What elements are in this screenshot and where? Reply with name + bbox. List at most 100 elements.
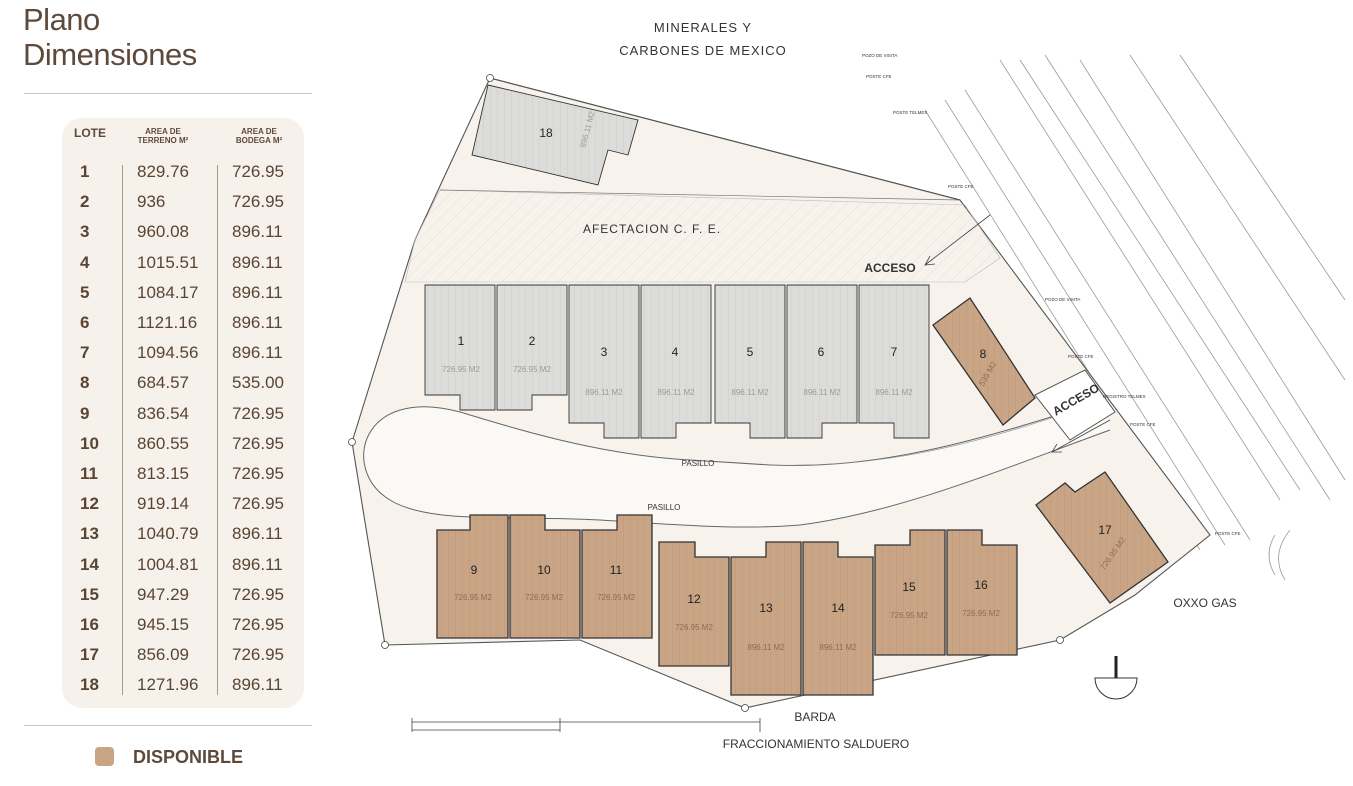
cell-lote: 3 xyxy=(80,222,90,242)
lot-shape[interactable] xyxy=(730,541,802,696)
cell-terreno: 1040.79 xyxy=(137,524,199,544)
lot-shape[interactable] xyxy=(858,284,930,439)
access-strip xyxy=(1034,369,1116,441)
lot-shape[interactable] xyxy=(568,284,640,439)
cell-bodega: 896.11 xyxy=(232,222,283,242)
north-arrow-icon xyxy=(1094,656,1138,700)
lot-number: 7 xyxy=(891,345,898,359)
access-top-label: ACCESO xyxy=(864,261,915,275)
cell-bodega: 535.00 xyxy=(232,373,284,393)
boundary-vertices xyxy=(348,74,1064,712)
cell-terreno: 919.14 xyxy=(137,494,189,514)
divider-top xyxy=(24,93,312,94)
info-panel: Plano Dimensiones LOTE AREA DE TERRENO M… xyxy=(0,0,340,786)
cell-terreno: 836.54 xyxy=(137,403,189,423)
cell-bodega: 896.11 xyxy=(232,675,283,695)
lot-shape[interactable] xyxy=(436,514,509,639)
neighbor-east-label: OXXO GAS xyxy=(1173,596,1236,610)
lot-shape[interactable] xyxy=(496,284,568,411)
lot-shape[interactable] xyxy=(932,297,1036,426)
lot-shape[interactable] xyxy=(509,514,581,639)
cell-terreno: 1084.17 xyxy=(137,282,199,302)
note-poste-cfe-5: POSTE CFE xyxy=(1215,531,1241,536)
lot-7[interactable]: 7 896.11 M2 xyxy=(858,284,930,439)
note-poste-telmex: POSTE TELMEX xyxy=(893,110,927,115)
cell-bodega: 726.95 xyxy=(232,433,284,453)
cell-terreno: 960.08 xyxy=(137,222,189,242)
lot-shape[interactable] xyxy=(471,84,639,186)
lot-shape[interactable] xyxy=(714,284,786,439)
cell-bodega: 896.11 xyxy=(232,313,283,332)
cell-lote: 10 xyxy=(80,433,99,453)
lot-number: 2 xyxy=(529,334,536,348)
cell-terreno: 1271.96 xyxy=(137,675,199,695)
lot-number: 17 xyxy=(1098,523,1112,537)
cell-lote: 8 xyxy=(80,373,90,393)
lot-shape[interactable] xyxy=(946,529,1018,656)
lot-number: 4 xyxy=(672,345,679,359)
neighbor-south-label: FRACCIONAMIENTO SALDUERO xyxy=(723,737,909,751)
lot-area: 896.11 M2 xyxy=(875,388,913,397)
note-poste-cfe-2: POSTE CFE xyxy=(948,184,974,189)
cell-lote: 11 xyxy=(80,464,98,483)
cell-terreno: 936 xyxy=(137,192,166,212)
lot-number: 9 xyxy=(471,563,478,577)
lot-shape[interactable] xyxy=(786,284,858,439)
plan-labels: MINERALES Y CARBONES DE MEXICO AFECTACIO… xyxy=(583,20,1241,751)
note-poste-cfe-4: POSTE CFE xyxy=(1130,422,1156,427)
table-row: 3 960.08 896.11 xyxy=(62,222,304,252)
cell-lote: 15 xyxy=(80,584,99,604)
lot-area: 726.95 M2 xyxy=(962,609,1000,618)
lot-shape[interactable] xyxy=(1035,471,1169,604)
lot-area: 896.11 M2 xyxy=(819,643,857,652)
boulevard-lines xyxy=(924,54,1346,581)
lot-shape[interactable] xyxy=(874,529,946,656)
lot-shape[interactable] xyxy=(581,514,653,639)
page-title-line2: Dimensiones xyxy=(23,37,197,72)
note-poste-cfe-1: POSTE CFE xyxy=(866,74,892,79)
cell-terreno: 945.15 xyxy=(137,615,189,634)
lot-shape[interactable] xyxy=(802,541,874,696)
cfe-zone xyxy=(404,189,1001,283)
access-arrow-icon xyxy=(924,214,1111,453)
cell-lote: 9 xyxy=(80,403,90,423)
lot-number: 12 xyxy=(687,592,701,606)
lot-number: 1 xyxy=(458,334,465,348)
cell-bodega: 896.11 xyxy=(232,252,283,272)
cell-bodega: 726.95 xyxy=(232,464,284,483)
table-divider-2 xyxy=(217,165,218,695)
corridor-label-2: PASILLO xyxy=(648,503,681,512)
lot-shape[interactable] xyxy=(658,541,730,667)
legend-label: DISPONIBLE xyxy=(133,747,244,767)
lot-number: 10 xyxy=(537,563,551,577)
lot-shape[interactable] xyxy=(424,284,496,411)
table-divider-1 xyxy=(122,165,123,695)
note-poste-cfe-3: POSTE CFE xyxy=(1068,354,1094,359)
lot-shape[interactable] xyxy=(640,284,712,439)
